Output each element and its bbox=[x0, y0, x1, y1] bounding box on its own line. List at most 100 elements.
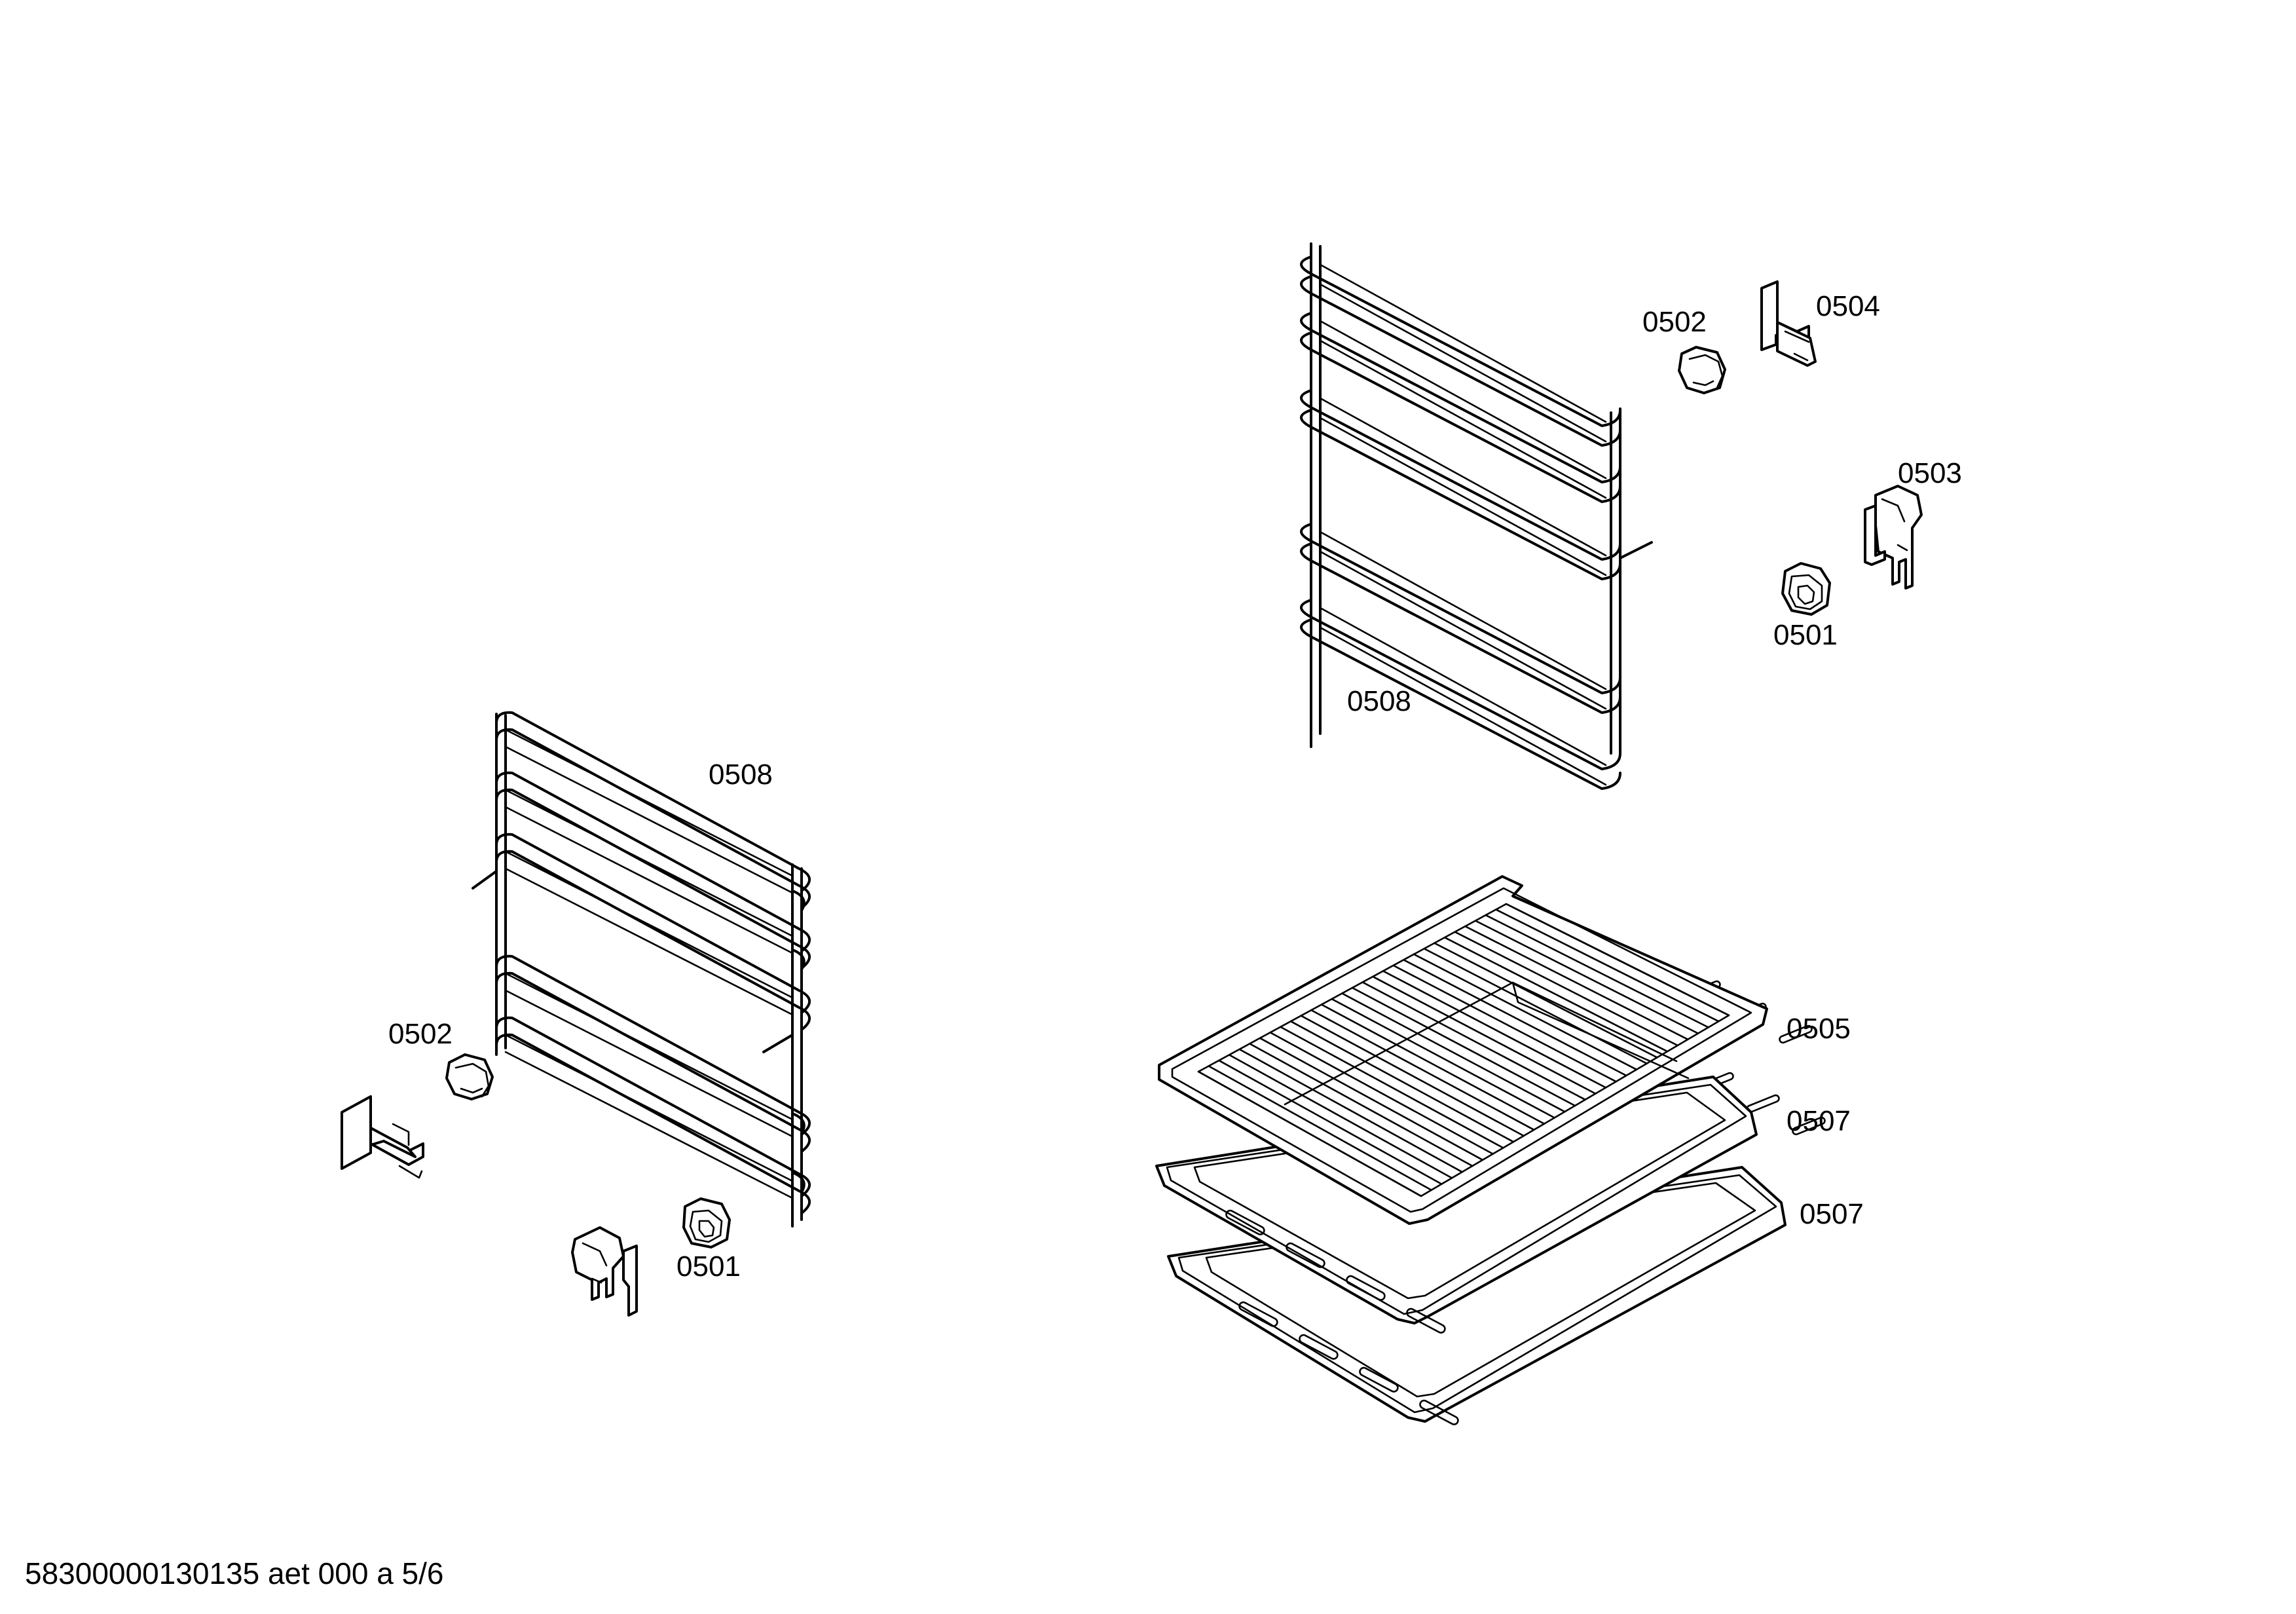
rack-bar bbox=[1413, 953, 1638, 1071]
rack-bar bbox=[1351, 986, 1576, 1107]
callout-0505: 0505 bbox=[1787, 1013, 1851, 1045]
rack-bar bbox=[1259, 1037, 1484, 1161]
rack-bar bbox=[1505, 903, 1730, 1017]
rail-hook bbox=[791, 890, 805, 912]
rack-bar bbox=[1310, 1009, 1535, 1131]
clip-0501-top bbox=[1781, 562, 1831, 616]
rail-rung-inner bbox=[504, 989, 792, 1137]
rack-bar bbox=[1372, 975, 1597, 1095]
rail-rung-inner bbox=[504, 1051, 792, 1199]
callout-0501-left: 0501 bbox=[676, 1250, 741, 1283]
rail-rung-inner bbox=[504, 745, 792, 893]
rack-bar bbox=[1280, 1026, 1504, 1149]
rack-bar bbox=[1228, 1054, 1453, 1179]
rack-bar bbox=[1403, 959, 1627, 1077]
rail-rung-inner bbox=[1319, 531, 1607, 690]
vent-slot bbox=[1238, 1301, 1278, 1327]
rack-bar bbox=[1474, 920, 1699, 1034]
bracket-0503-left bbox=[571, 1226, 638, 1317]
shelf-support-rail-right bbox=[1300, 242, 1653, 790]
rack-bar bbox=[1423, 947, 1648, 1064]
rail-rung bbox=[1300, 542, 1621, 714]
rail-rung bbox=[1300, 599, 1621, 770]
rail-rung bbox=[1300, 312, 1621, 483]
rack-bar bbox=[1269, 1031, 1494, 1155]
clip-0501-left bbox=[682, 1197, 731, 1248]
rack-bar bbox=[1208, 1065, 1432, 1192]
rack-bar bbox=[1300, 1015, 1525, 1137]
rail-rung-inner bbox=[1319, 397, 1607, 557]
wire-oven-rack bbox=[1158, 875, 1768, 1225]
rail-rung-inner bbox=[1319, 263, 1607, 423]
baking-tray-lower bbox=[1167, 1072, 1826, 1425]
rail-rung bbox=[1300, 255, 1621, 427]
rail-rung-inner bbox=[1319, 626, 1607, 786]
callout-0508-left: 0508 bbox=[709, 759, 773, 791]
vent-slot bbox=[1359, 1366, 1399, 1393]
callout-0507-b: 0507 bbox=[1800, 1198, 1864, 1230]
rail-rung-inner bbox=[1319, 339, 1607, 499]
callout-0508-top: 0508 bbox=[1347, 685, 1411, 717]
vent-slot bbox=[1346, 1275, 1386, 1301]
vent-slot bbox=[1419, 1399, 1459, 1425]
rail-rung-inner bbox=[1319, 550, 1607, 710]
rack-bar bbox=[1434, 942, 1658, 1059]
shelf-support-rail-left bbox=[472, 711, 811, 1228]
rail-rung-inner bbox=[1319, 607, 1607, 766]
rail-rung-inner bbox=[504, 867, 792, 1015]
rail-rung-inner bbox=[1319, 417, 1607, 576]
clip-0502-left bbox=[445, 1053, 494, 1100]
rail-rung bbox=[495, 850, 811, 1031]
rack-bar bbox=[1495, 909, 1720, 1023]
rack-bar bbox=[1289, 1020, 1515, 1143]
bracket-left bbox=[341, 1095, 424, 1179]
rail-hook bbox=[791, 948, 805, 971]
vent-slot bbox=[1225, 1209, 1265, 1235]
rail-rung bbox=[1300, 389, 1621, 561]
callout-0504-top: 0504 bbox=[1816, 290, 1880, 322]
rack-bar bbox=[1464, 925, 1689, 1041]
rack-bar bbox=[1443, 936, 1669, 1053]
rack-bar bbox=[1454, 931, 1678, 1047]
rack-bar bbox=[1238, 1048, 1463, 1173]
rail-rung bbox=[495, 711, 811, 892]
vent-slot bbox=[1406, 1307, 1446, 1334]
bracket-0503-top bbox=[1864, 485, 1923, 590]
rack-bar bbox=[1485, 914, 1709, 1028]
vent-slot bbox=[1286, 1242, 1325, 1268]
rail-rung bbox=[1300, 618, 1621, 790]
rail-rung-inner bbox=[1319, 320, 1607, 479]
rack-bar bbox=[1320, 1004, 1546, 1125]
rack-bar bbox=[1382, 970, 1607, 1089]
callout-0501-top: 0501 bbox=[1773, 619, 1838, 651]
rail-rung bbox=[495, 954, 811, 1136]
rack-bar bbox=[1361, 981, 1586, 1101]
vent-slot bbox=[1779, 1024, 1813, 1044]
rail-hook bbox=[791, 1171, 805, 1193]
callout-0503-top: 0503 bbox=[1898, 457, 1962, 489]
rack-bar bbox=[1331, 998, 1555, 1119]
bracket-0504-top bbox=[1760, 280, 1817, 367]
vent-slot bbox=[1792, 1116, 1826, 1136]
callout-0502-left: 0502 bbox=[388, 1018, 453, 1050]
callout-0502-top: 0502 bbox=[1642, 306, 1707, 338]
document-id-footer: 58300000130135 aet 000 a 5/6 bbox=[25, 1556, 444, 1590]
tray-vent-slots bbox=[1238, 1072, 1826, 1425]
rail-rung bbox=[1300, 523, 1621, 694]
rail-rung bbox=[495, 728, 811, 909]
rack-bar bbox=[1392, 964, 1617, 1083]
rail-rung-inner bbox=[504, 806, 792, 954]
rail-rung bbox=[495, 1016, 811, 1197]
rail-rung bbox=[495, 771, 811, 952]
rail-rung bbox=[495, 971, 811, 1153]
rail-rung bbox=[495, 833, 811, 1014]
rail-rung-inner bbox=[1319, 283, 1607, 443]
rack-bar bbox=[1197, 1070, 1422, 1197]
rack-bar bbox=[1249, 1043, 1473, 1167]
rail-hook bbox=[791, 1112, 805, 1135]
rail-rung bbox=[1300, 409, 1621, 580]
vent-slot bbox=[1746, 1094, 1780, 1114]
rail-rung bbox=[495, 788, 811, 969]
rail-rung bbox=[1300, 275, 1621, 447]
